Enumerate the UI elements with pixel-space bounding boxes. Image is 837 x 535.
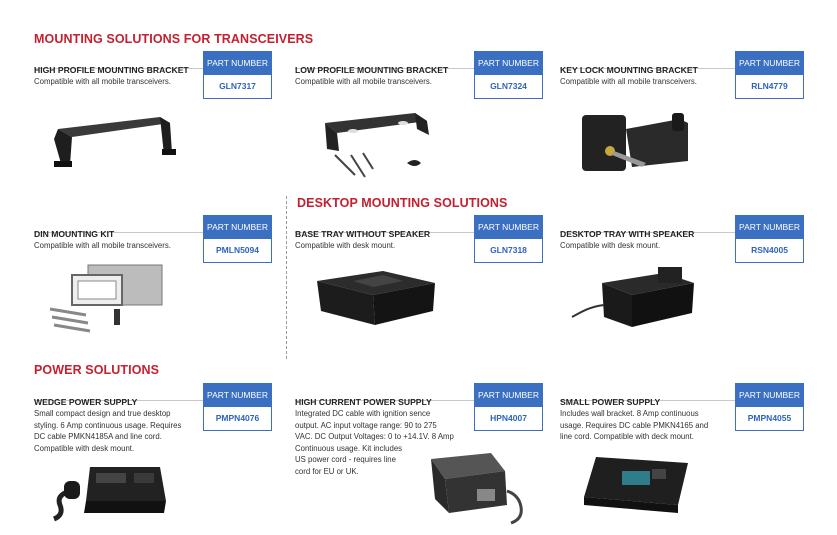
section-title-transceivers: MOUNTING SOLUTIONS FOR TRANSCEIVERS (34, 32, 314, 46)
part-number-label: PART NUMBER (204, 52, 271, 75)
base-tray-image (317, 271, 435, 325)
part-number-value: PMLN5094 (216, 245, 259, 255)
part-number-label: PART NUMBER (475, 216, 542, 239)
product-description: Small compact design and true desktop st… (34, 409, 182, 453)
part-number-box: PART NUMBER GLN7324 (474, 51, 543, 99)
card-rule (295, 68, 475, 69)
din-kit-image (49, 264, 163, 333)
product-card: PART NUMBER PMLN5094 DIN MOUNTING KIT Co… (34, 215, 272, 345)
product-card: PART NUMBER HPN4007 HIGH CURRENT POWER S… (295, 383, 543, 528)
high-current-power-supply-image (431, 453, 523, 525)
key-lock-bracket-image (582, 113, 688, 171)
desktop-tray-speaker-image (571, 267, 694, 327)
section-title-power: POWER SOLUTIONS (34, 363, 160, 377)
product-description: Integrated DC cable with ignition sence … (295, 409, 454, 476)
product-title: HIGH CURRENT POWER SUPPLY (295, 397, 432, 407)
part-number-value: GLN7324 (490, 81, 527, 91)
part-number-box: PART NUMBER PMLN5094 (203, 215, 272, 263)
section-divider (286, 196, 287, 359)
product-description: Compatible with all mobile transceivers. (560, 77, 697, 86)
part-number-value: RLN4779 (751, 81, 788, 91)
product-card: PART NUMBER RSN4005 DESKTOP TRAY WITH SP… (560, 215, 804, 345)
card-rule (34, 232, 204, 233)
product-title: DESKTOP TRAY WITH SPEAKER (560, 229, 695, 239)
part-number-box: PART NUMBER HPN4007 (474, 383, 543, 431)
part-number-value: RSN4005 (751, 245, 788, 255)
product-title: KEY LOCK MOUNTING BRACKET (560, 65, 698, 75)
product-description: Compatible with all mobile transceivers. (34, 77, 171, 86)
product-card: PART NUMBER PMPN4076 WEDGE POWER SUPPLY … (34, 383, 272, 528)
product-card: PART NUMBER GLN7318 BASE TRAY WITHOUT SP… (295, 215, 543, 345)
part-number-value: GLN7318 (490, 245, 527, 255)
card-rule (295, 400, 475, 401)
product-card: PART NUMBER PMPN4055 SMALL POWER SUPPLY … (560, 383, 804, 528)
part-number-label: PART NUMBER (204, 384, 271, 407)
part-number-label: PART NUMBER (736, 384, 803, 407)
part-number-label: PART NUMBER (736, 216, 803, 239)
part-number-box: PART NUMBER PMPN4055 (735, 383, 804, 431)
product-card: PART NUMBER GLN7324 LOW PROFILE MOUNTING… (295, 51, 543, 186)
product-title: BASE TRAY WITHOUT SPEAKER (295, 229, 431, 239)
product-card: PART NUMBER RLN4779 KEY LOCK MOUNTING BR… (560, 51, 804, 186)
part-number-value: GLN7317 (219, 81, 256, 91)
part-number-label: PART NUMBER (475, 52, 542, 75)
part-number-value: PMPN4076 (215, 413, 260, 423)
part-number-box: PART NUMBER GLN7317 (203, 51, 272, 99)
small-power-supply-image (584, 457, 688, 513)
product-title: DIN MOUNTING KIT (34, 229, 115, 239)
card-rule (560, 68, 736, 69)
part-number-label: PART NUMBER (736, 52, 803, 75)
section-title-desktop: DESKTOP MOUNTING SOLUTIONS (297, 196, 508, 210)
high-profile-bracket-image (54, 117, 176, 167)
part-number-box: PART NUMBER RLN4779 (735, 51, 804, 99)
product-description: Compatible with desk mount. (560, 241, 661, 250)
product-card: PART NUMBER GLN7317 HIGH PROFILE MOUNTIN… (34, 51, 272, 186)
card-rule (560, 400, 736, 401)
product-description: Compatible with all mobile transceivers. (295, 77, 432, 86)
product-description: Compatible with desk mount. (295, 241, 396, 250)
product-description: Compatible with all mobile transceivers. (34, 241, 171, 250)
part-number-label: PART NUMBER (475, 384, 542, 407)
low-profile-bracket-image (325, 113, 429, 178)
part-number-box: PART NUMBER RSN4005 (735, 215, 804, 263)
part-number-box: PART NUMBER GLN7318 (474, 215, 543, 263)
product-title: SMALL POWER SUPPLY (560, 397, 661, 407)
card-rule (295, 232, 475, 233)
product-description: Includes wall bracket. 8 Amp continuous … (560, 409, 709, 441)
product-title: HIGH PROFILE MOUNTING BRACKET (34, 65, 189, 75)
card-rule (34, 400, 204, 401)
card-rule (560, 232, 736, 233)
product-title: LOW PROFILE MOUNTING BRACKET (295, 65, 449, 75)
part-number-box: PART NUMBER PMPN4076 (203, 383, 272, 431)
wedge-power-supply-image (52, 467, 166, 522)
part-number-value: HPN4007 (490, 413, 527, 423)
product-title: WEDGE POWER SUPPLY (34, 397, 138, 407)
part-number-value: PMPN4055 (747, 413, 792, 423)
part-number-label: PART NUMBER (204, 216, 271, 239)
card-rule (34, 68, 204, 69)
